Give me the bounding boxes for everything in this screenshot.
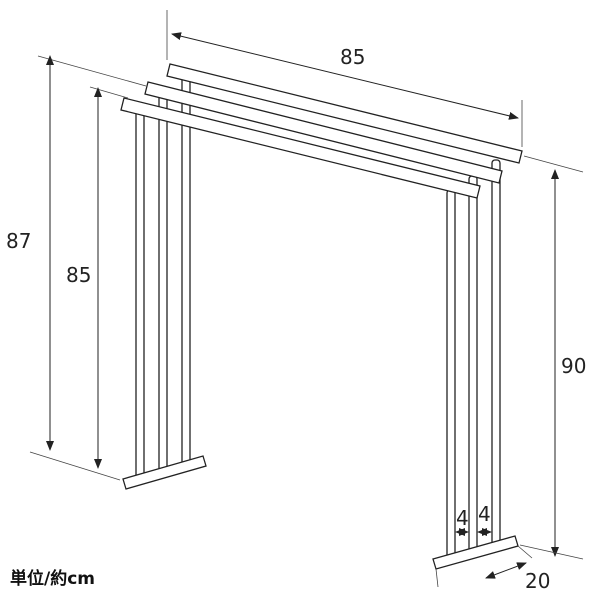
right-post-middle [468,175,478,554]
left-base-foot [122,455,207,490]
left-post-middle [158,89,168,473]
right-post-back [491,159,501,547]
right-posts [446,159,501,561]
dim-height-back-left: 87 [6,55,147,481]
dim-gap-2-label: 4 [478,502,491,526]
left-post-front [135,105,145,479]
left-post-back [181,72,191,466]
left-posts [135,72,191,479]
base-feet [122,455,519,570]
dim-width-top-label: 85 [340,45,365,69]
dim-height-right: 90 [519,155,586,560]
dim-height-front-left: 85 [66,86,129,469]
top-bar-front [120,97,481,199]
unit-label: 単位/約cm [10,568,95,589]
dim-gaps: 4 4 [455,502,492,536]
dim-depth-label: 20 [525,569,550,593]
right-post-front [446,189,456,561]
dim-depth: 20 [435,545,550,593]
top-bars [120,63,523,199]
dim-height-right-label: 90 [561,354,586,378]
dim-width-top: 85 [166,10,523,147]
dim-gap-1-label: 4 [456,506,469,530]
dim-height-back-left-label: 87 [6,229,31,253]
dim-height-front-left-label: 85 [66,263,91,287]
